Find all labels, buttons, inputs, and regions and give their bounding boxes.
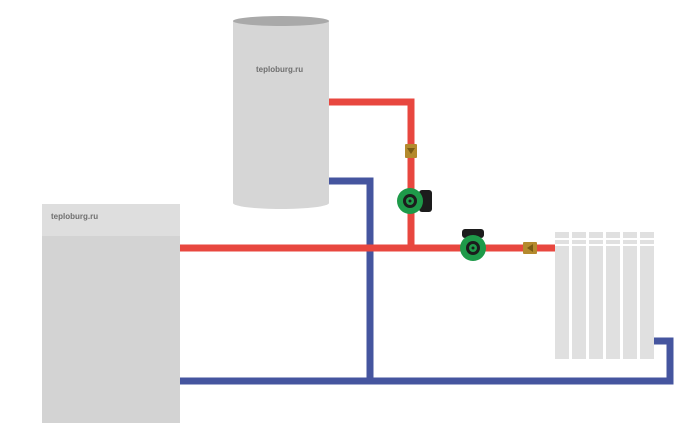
boiler: teploburg.ru xyxy=(42,204,180,423)
radiator-section xyxy=(572,232,586,359)
tank-body xyxy=(233,21,329,203)
radiator-section xyxy=(589,232,603,359)
radiator-section xyxy=(606,232,620,359)
cold-tank-return-pipe xyxy=(329,177,374,381)
check-valve-icon xyxy=(405,144,417,158)
radiator-grooves xyxy=(555,238,654,246)
cold-main-return-pipe xyxy=(180,337,674,385)
radiator-section xyxy=(555,232,569,359)
radiator-section xyxy=(640,232,654,359)
check-valve-icon xyxy=(523,242,537,254)
circulation-pump-icon xyxy=(460,229,486,261)
cold-return-pipes xyxy=(180,177,674,385)
boiler-body xyxy=(42,236,180,423)
boiler-top-panel xyxy=(42,204,180,236)
circulation-pump-icon xyxy=(397,188,432,214)
tank-bottom xyxy=(233,197,329,209)
tank-top xyxy=(233,16,329,26)
radiator-section xyxy=(623,232,637,359)
storage-tank: teploburg.ru xyxy=(233,16,329,209)
tank-brand-label: teploburg.ru xyxy=(256,65,303,74)
boiler-brand-label: teploburg.ru xyxy=(51,212,98,221)
radiator-icon xyxy=(555,232,654,359)
